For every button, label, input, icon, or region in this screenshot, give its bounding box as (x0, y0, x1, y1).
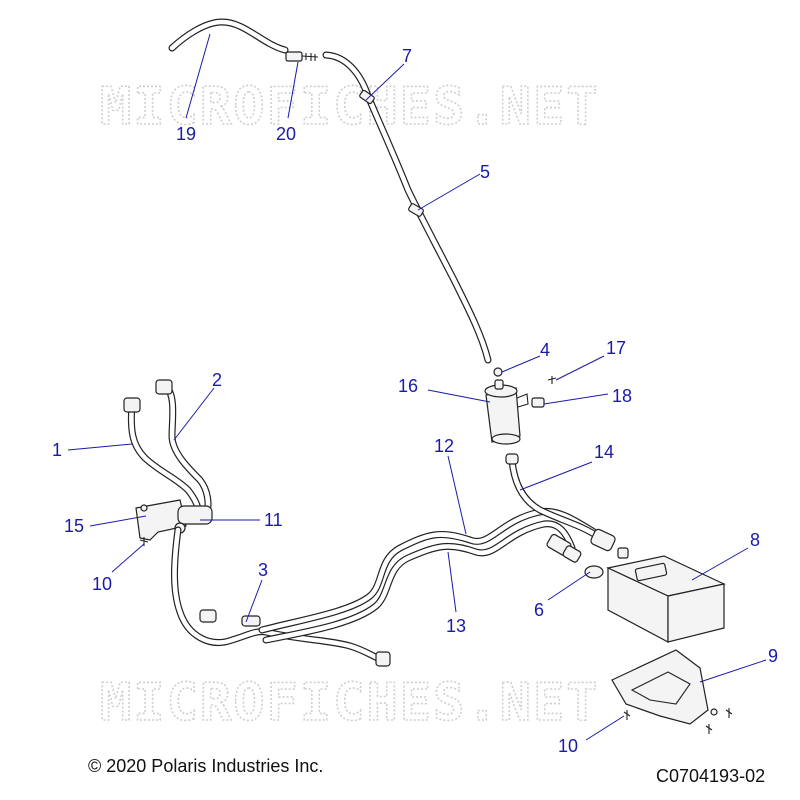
fuel-line-2 (155, 379, 212, 519)
callout-5: 5 (480, 162, 490, 182)
callout-16: 16 (398, 376, 418, 396)
filter-canister-16 (484, 379, 529, 445)
callout-18: 18 (612, 386, 632, 406)
callout-14: 14 (594, 442, 614, 462)
fuel-line-12 (258, 507, 608, 634)
callout-4: 4 (540, 340, 550, 360)
evap-canister-8 (606, 547, 726, 643)
drawing-number: C0704193-02 (656, 766, 766, 786)
hose-clamp-7 (359, 89, 375, 105)
callout-6: 6 (534, 600, 544, 620)
callout-10-left: 10 (92, 574, 112, 594)
hose-clamp-5 (408, 203, 424, 217)
callout-7: 7 (402, 46, 412, 66)
fuel-line-13 (262, 520, 576, 644)
copyright-text: © 2020 Polaris Industries Inc. (88, 756, 324, 776)
callout-12: 12 (434, 436, 454, 456)
nut-4 (493, 367, 503, 377)
callout-11: 11 (264, 510, 283, 530)
hose-clamp-6 (584, 565, 604, 579)
screw-10-right (623, 708, 733, 734)
fuel-line-1 (123, 397, 202, 522)
leader-lines (67, 33, 767, 741)
inline-valve (546, 533, 582, 563)
callout-3: 3 (258, 560, 268, 580)
clip-18 (531, 397, 545, 408)
callout-19: 19 (176, 124, 196, 144)
vent-hose-14 (505, 453, 604, 542)
watermark-bottom: MICROFICHES.NET (100, 673, 600, 733)
mount-bracket-9 (611, 649, 718, 725)
callout-20: 20 (276, 124, 296, 144)
screw-17 (547, 376, 557, 384)
callout-9: 9 (768, 646, 778, 666)
vent-hose-19 (168, 18, 289, 54)
callouts: 19 20 7 5 4 17 16 18 2 1 12 14 15 11 8 1… (52, 46, 778, 756)
watermark-top: MICROFICHES.NET (100, 77, 600, 137)
vent-hose-5 (322, 51, 492, 364)
callout-15: 15 (64, 516, 84, 536)
callout-8: 8 (750, 530, 760, 550)
callout-2: 2 (212, 370, 222, 390)
connector-14 (590, 528, 616, 552)
vent-fitting-20 (285, 51, 319, 62)
fuel-line-3 (171, 526, 391, 667)
bracket-15 (135, 499, 187, 541)
callout-10-right: 10 (558, 736, 578, 756)
callout-13: 13 (446, 616, 466, 636)
callout-17: 17 (606, 338, 626, 358)
callout-1: 1 (52, 440, 62, 460)
